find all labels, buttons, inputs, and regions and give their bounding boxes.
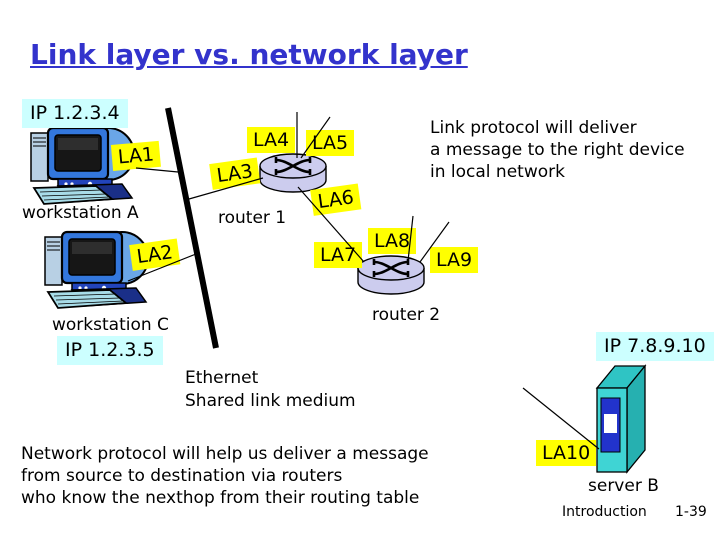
link-protocol-note-line3: in local network xyxy=(430,162,565,182)
link-line-la1 xyxy=(135,167,179,173)
server-b-icon xyxy=(595,364,647,474)
footer-section: Introduction xyxy=(562,504,647,520)
workstation-a-caption: workstation A xyxy=(22,203,139,223)
router1-caption: router 1 xyxy=(218,208,287,228)
link-address-label-la9: LA9 xyxy=(430,247,479,273)
workstation-c-caption: workstation C xyxy=(52,315,169,335)
link-protocol-note-line1: Link protocol will deliver xyxy=(430,118,637,138)
link-address-label-la1: LA1 xyxy=(110,140,162,171)
ip-label-workstation-c: IP 1.2.3.5 xyxy=(57,336,163,365)
network-protocol-note-line2: from source to destination via routers xyxy=(21,466,343,486)
link-address-label-la2: LA2 xyxy=(129,238,181,271)
server-b-caption: server B xyxy=(588,476,659,496)
link-address-label-la4: LA4 xyxy=(247,127,296,153)
router2-caption: router 2 xyxy=(372,305,441,325)
ethernet-note-line2: Shared link medium xyxy=(185,391,356,411)
link-address-label-la3: LA3 xyxy=(209,157,261,190)
network-protocol-note: Network protocol will help us deliver a … xyxy=(21,443,429,509)
switch-fabric-icon xyxy=(274,157,312,175)
page-title: Link layer vs. network layer xyxy=(30,38,468,71)
link-address-label-la5: LA5 xyxy=(306,130,355,156)
network-protocol-note-line1: Network protocol will help us deliver a … xyxy=(21,444,429,464)
footer-page-number: 1-39 xyxy=(675,504,707,520)
link-address-label-la8: LA8 xyxy=(368,228,417,254)
ethernet-bus-line xyxy=(165,107,219,349)
ip-label-workstation-a: IP 1.2.3.4 xyxy=(22,99,128,128)
network-protocol-note-line3: who know the nexthop from their routing … xyxy=(21,488,420,508)
ethernet-note: Ethernet Shared link medium xyxy=(185,367,356,413)
link-protocol-note-line2: a message to the right device xyxy=(430,140,685,160)
ip-label-server-b: IP 7.8.9.10 xyxy=(596,332,714,361)
router1-icon xyxy=(259,153,327,193)
link-address-label-la6: LA6 xyxy=(310,183,362,216)
ethernet-note-line1: Ethernet xyxy=(185,368,259,388)
link-address-label-la7: LA7 xyxy=(314,242,363,268)
link-protocol-note: Link protocol will deliver a message to … xyxy=(430,117,685,183)
link-address-label-la10: LA10 xyxy=(536,440,597,466)
router2-icon xyxy=(357,255,425,295)
